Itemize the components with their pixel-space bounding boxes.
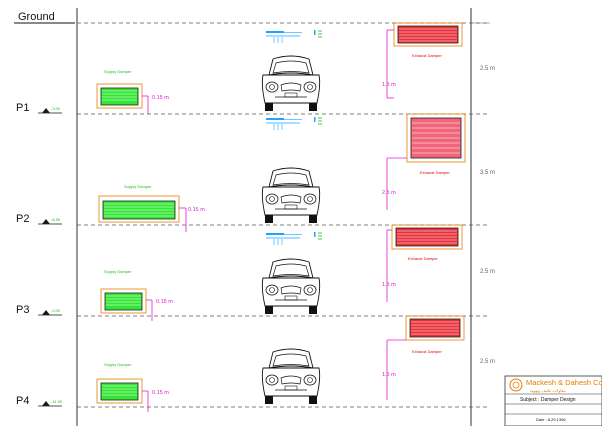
level-p1-elev: -3.00 <box>51 106 61 111</box>
exhaust-damper-ground-label: Exhaust Damper <box>412 53 442 58</box>
ceiling-fixture-ground <box>265 29 323 44</box>
exhaust-damper-p3-label: Exhaust Damper <box>412 349 442 354</box>
floor-height-2: 3.5 m <box>480 170 495 176</box>
supply-offset-p4: 0.15 m <box>152 390 169 396</box>
supply-damper-p4-label: Supply Damper <box>104 362 132 367</box>
exhaust-damper-p1: Exhaust Damper 2.5 m <box>382 113 466 210</box>
level-p1-label: P1 <box>16 102 29 114</box>
company-subtitle: مقاولات تكييف وتهوية <box>530 388 566 393</box>
supply-damper-p4: Supply Damper 0.15 m <box>96 362 169 412</box>
ceiling-fixture-p1 <box>265 116 323 131</box>
level-p4-elev: -11.50 <box>51 399 63 404</box>
ceiling-fixture-p2 <box>265 231 323 246</box>
company-name: Mackesh & Dahesh Co. <box>526 378 602 387</box>
supply-damper-p2-label: Supply Damper <box>124 184 152 189</box>
exhaust-damper-p3: Exhaust Damper 1.5 m <box>382 315 465 400</box>
exhaust-drop-p3: 1.5 m <box>382 372 396 378</box>
level-p2-marker: -6.50 <box>38 217 62 225</box>
exhaust-damper-ground: Exhaust Damper 1.5 m <box>382 22 463 99</box>
car-symbol-p4 <box>261 348 321 405</box>
level-p3-label: P3 <box>16 304 29 316</box>
level-p4-label: P4 <box>16 395 29 407</box>
exhaust-drop-p2: 1.5 m <box>382 282 396 288</box>
exhaust-drop-ground: 1.5 m <box>382 82 396 88</box>
car-symbol-p1 <box>261 55 321 112</box>
subject-text: Subject : Damper Design <box>520 397 576 403</box>
supply-damper-p3: Supply Damper 0.15 m <box>100 269 173 321</box>
supply-offset-p1: 0.15 m <box>152 95 169 101</box>
title-block: Mackesh & Dahesh Co. مقاولات تكييف وتهوي… <box>504 375 602 426</box>
exhaust-drop-p1: 2.5 m <box>382 190 396 196</box>
floor-height-4: 2.5 m <box>480 359 495 365</box>
date-text: Date : 8.29.1396 <box>536 417 566 422</box>
level-p1-marker: -3.00 <box>38 106 62 114</box>
supply-offset-p3: 0.15 m <box>156 299 173 305</box>
level-p3-elev: -9.00 <box>51 308 61 313</box>
supply-damper-p1-label: Supply Damper <box>104 69 132 74</box>
floor-height-3: 2.5 m <box>480 269 495 275</box>
supply-damper-p3-label: Supply Damper <box>104 269 132 274</box>
supply-offset-p2: 0.15 m <box>188 207 205 213</box>
level-ground-label: Ground <box>18 11 55 23</box>
level-p3-marker: -9.00 <box>38 308 62 316</box>
car-symbol-p2 <box>261 167 321 224</box>
floor-height-1: 2.5 m <box>480 66 495 72</box>
supply-damper-p1: Supply Damper 0.15 m <box>96 69 169 114</box>
supply-damper-p2: Supply Damper 0.15 m <box>98 184 205 232</box>
level-p2-elev: -6.50 <box>51 217 61 222</box>
floor-height-dimensions: 2.5 m 3.5 m 2.5 m 2.5 m <box>471 22 495 365</box>
car-symbol-p3 <box>261 258 321 315</box>
level-p4-marker: -11.50 <box>38 399 63 407</box>
exhaust-damper-p1-label: Exhaust Damper <box>420 170 450 175</box>
exhaust-damper-p2-label: Exhaust Damper <box>408 256 438 261</box>
exhaust-damper-p2: Exhaust Damper 1.5 m <box>382 224 463 302</box>
level-p2-label: P2 <box>16 213 29 225</box>
